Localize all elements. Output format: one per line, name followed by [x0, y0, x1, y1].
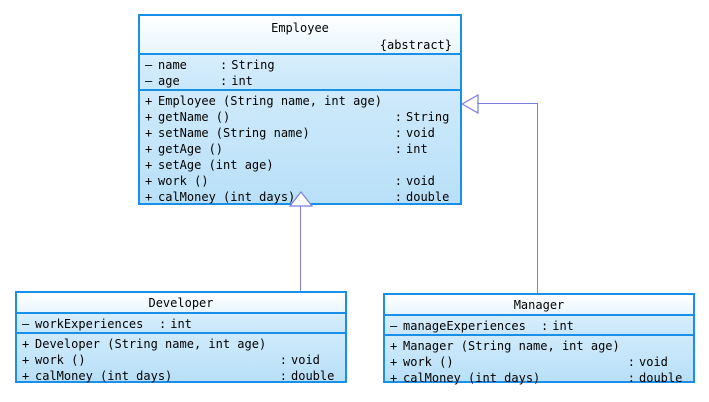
class-header-employee: Employee {abstract}	[140, 16, 460, 55]
type-separator: :	[279, 353, 287, 367]
visibility-marker: +	[145, 110, 153, 124]
method-return-type: void	[406, 174, 435, 188]
attribute-name: age	[158, 74, 187, 88]
attribute-row: – workExperiences : int	[17, 316, 345, 332]
class-methods-employee: + Employee (String name, int age) + getN…	[140, 91, 460, 205]
type-separator: :	[541, 319, 549, 333]
type-separator: :	[627, 371, 635, 385]
visibility-marker: +	[390, 371, 398, 385]
attribute-type: int	[552, 319, 574, 333]
method-signature: calMoney (int days)	[403, 371, 541, 385]
class-methods-manager: + Manager (String name, int age) + work …	[385, 336, 693, 385]
type-separator: :	[159, 317, 167, 331]
method-signature: getAge ()	[158, 142, 224, 156]
method-row: + work () : void	[385, 354, 693, 370]
visibility-marker: +	[145, 126, 153, 140]
method-signature: getName ()	[158, 110, 231, 124]
type-separator: :	[279, 369, 287, 383]
type-separator: :	[220, 74, 228, 88]
generalization-line-vertical	[537, 103, 538, 293]
visibility-marker: –	[22, 317, 30, 331]
class-attributes-manager: – manageExperiences : int	[385, 316, 693, 336]
attribute-row: – manageExperiences : int	[385, 318, 693, 334]
method-return-type: String	[406, 110, 450, 124]
method-row: + calMoney (int days) : double	[17, 368, 345, 384]
visibility-marker: +	[145, 158, 153, 172]
method-signature: work ()	[35, 353, 86, 367]
method-row: + getName () : String	[140, 109, 460, 125]
type-separator: :	[394, 126, 402, 140]
method-signature: Manager (String name, int age)	[403, 339, 620, 353]
visibility-marker: +	[22, 369, 30, 383]
generalization-line-horizontal	[477, 103, 538, 104]
type-separator: :	[394, 190, 402, 204]
generalization-line-vertical	[300, 206, 301, 291]
visibility-marker: +	[145, 142, 153, 156]
class-box-manager[interactable]: Manager – manageExperiences : int + Mana…	[383, 293, 695, 385]
class-header-developer: Developer	[17, 293, 345, 314]
visibility-marker: +	[390, 355, 398, 369]
class-header-manager: Manager	[385, 295, 693, 316]
method-row: + work () : void	[140, 173, 460, 189]
visibility-marker: –	[145, 58, 153, 72]
method-return-type: double	[406, 190, 450, 204]
visibility-marker: +	[145, 190, 153, 204]
class-name-developer: Developer	[148, 296, 214, 310]
method-return-type: void	[291, 353, 320, 367]
method-return-type: void	[406, 126, 435, 140]
method-row: + calMoney (int days) : double	[385, 370, 693, 386]
method-signature: Developer (String name, int age)	[35, 337, 267, 351]
method-row: + setAge (int age)	[140, 157, 460, 173]
method-signature: calMoney (int days)	[35, 369, 173, 383]
attribute-type: int	[170, 317, 192, 331]
attribute-name: manageExperiences	[403, 319, 526, 333]
method-row: + Developer (String name, int age)	[17, 336, 345, 352]
visibility-marker: +	[22, 337, 30, 351]
class-methods-developer: + Developer (String name, int age) + wor…	[17, 334, 345, 384]
method-row: + setName (String name) : void	[140, 125, 460, 141]
visibility-marker: –	[145, 74, 153, 88]
class-attributes-developer: – workExperiences : int	[17, 314, 345, 334]
class-name-employee: Employee	[271, 21, 329, 35]
attribute-row: – age : int	[140, 73, 460, 89]
attribute-name: workExperiences	[35, 317, 144, 331]
visibility-marker: –	[390, 319, 398, 333]
method-signature: work ()	[158, 174, 209, 188]
method-row: + getAge () : int	[140, 141, 460, 157]
type-separator: :	[627, 355, 635, 369]
class-name-manager: Manager	[513, 298, 565, 312]
visibility-marker: +	[390, 339, 398, 353]
attribute-type: String	[231, 58, 275, 72]
method-signature: calMoney (int days)	[158, 190, 296, 204]
class-attributes-employee: – name : String – age : int	[140, 55, 460, 91]
attribute-name: name	[158, 58, 187, 72]
class-stereotype-employee: {abstract}	[379, 38, 452, 52]
method-row: + Employee (String name, int age)	[140, 93, 460, 109]
method-return-type: double	[639, 371, 683, 385]
method-signature: setName (String name)	[158, 126, 310, 140]
type-separator: :	[220, 58, 228, 72]
method-return-type: int	[406, 142, 428, 156]
class-box-developer[interactable]: Developer – workExperiences : int + Deve…	[15, 291, 347, 383]
class-box-employee[interactable]: Employee {abstract} – name : String – ag…	[138, 14, 462, 205]
method-row: + Manager (String name, int age)	[385, 338, 693, 354]
method-return-type: void	[639, 355, 668, 369]
method-row: + work () : void	[17, 352, 345, 368]
method-row: + calMoney (int days) : double	[140, 189, 460, 205]
visibility-marker: +	[22, 353, 30, 367]
visibility-marker: +	[145, 94, 153, 108]
method-return-type: double	[291, 369, 335, 383]
type-separator: :	[394, 174, 402, 188]
visibility-marker: +	[145, 174, 153, 188]
type-separator: :	[394, 142, 402, 156]
attribute-row: – name : String	[140, 57, 460, 73]
attribute-type: int	[231, 74, 253, 88]
method-signature: setAge (int age)	[158, 158, 274, 172]
type-separator: :	[394, 110, 402, 124]
method-signature: Employee (String name, int age)	[158, 94, 382, 108]
method-signature: work ()	[403, 355, 454, 369]
